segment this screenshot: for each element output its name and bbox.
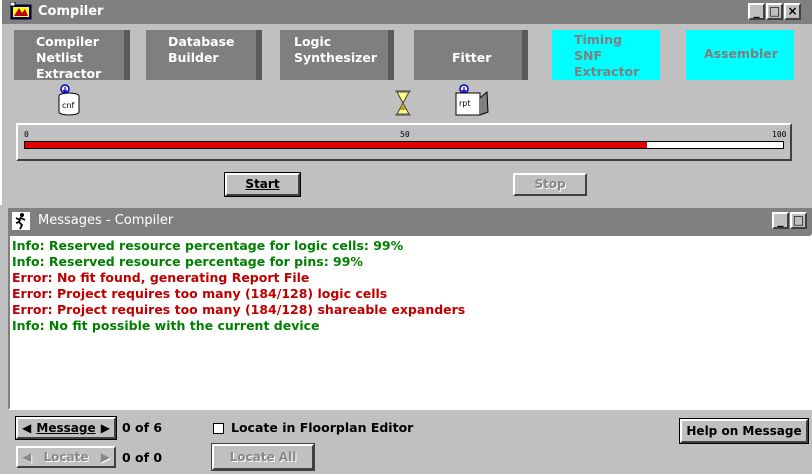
stage-line: SNF: [574, 48, 603, 63]
messages-window: Messages - Compiler _ □ Info: Reserved r…: [8, 208, 812, 474]
stage-line: Assembler: [704, 46, 778, 61]
progress-min-label: 0: [24, 130, 29, 139]
running-man-icon[interactable]: [12, 212, 30, 230]
stage-line: Compiler: [36, 34, 99, 49]
stage-line: Fitter: [452, 50, 492, 65]
triangle-left-icon[interactable]: ◀: [22, 450, 32, 464]
stage-line: Logic: [294, 34, 332, 49]
stage-line: Extractor: [574, 64, 640, 79]
compiler-title: Compiler: [38, 4, 104, 19]
hourglass-icon: [394, 90, 412, 116]
message-item[interactable]: Error: No fit found, generating Report F…: [12, 270, 310, 285]
message-item[interactable]: Error: Project requires too many (184/12…: [12, 286, 388, 301]
stage-line: Timing: [574, 32, 622, 47]
stop-button-label: Stop: [534, 177, 566, 191]
progress-mid-label: 50: [400, 130, 410, 139]
progress-fill: [25, 142, 647, 148]
cnf-label: cnf: [62, 101, 74, 110]
message-item[interactable]: Info: Reserved resource percentage for l…: [12, 238, 404, 253]
stop-button[interactable]: Stop: [513, 173, 587, 196]
stage-database-builder: Database Builder: [146, 30, 256, 80]
stage-line: Builder: [168, 50, 219, 65]
progress-frame: 0 50 100: [16, 123, 792, 161]
maxplus-app-icon[interactable]: [9, 1, 32, 22]
stage-line: Netlist: [36, 50, 83, 65]
stage-logic-synthesizer: Logic Synthesizer: [280, 30, 388, 80]
stage-line: Database: [168, 34, 235, 49]
stage-compiler-netlist-extractor: Compiler Netlist Extractor: [14, 30, 124, 81]
minimize-icon[interactable]: _: [748, 3, 765, 20]
locate-button-label: Locate: [43, 450, 89, 464]
compiler-titlebar[interactable]: Compiler _ □ ×: [2, 0, 812, 24]
help-button-label: Help on Message: [686, 424, 802, 438]
triangle-right-icon[interactable]: ▶: [100, 421, 110, 435]
start-button-label: Start: [245, 177, 280, 191]
maximize-icon[interactable]: □: [766, 3, 783, 20]
progress-max-label: 100: [772, 130, 787, 139]
message-count: 0 of 6: [122, 420, 163, 435]
progress-track: [24, 141, 784, 149]
messages-titlebar[interactable]: Messages - Compiler _ □: [8, 208, 812, 234]
messages-maximize-icon[interactable]: □: [790, 212, 807, 229]
rpt-label: rpt: [459, 99, 471, 108]
messages-minimize-icon[interactable]: _: [772, 212, 789, 229]
triangle-left-icon[interactable]: ◀: [22, 421, 32, 435]
messages-footer: ◀ Message ▶ 0 of 6 ◀ Locate ▶ 0 of 0 Loc…: [8, 410, 812, 474]
locate-all-button-label: Locate All: [229, 450, 297, 464]
stage-line: Synthesizer: [294, 50, 378, 65]
cnf-file-icon[interactable]: cnf: [56, 84, 82, 116]
message-item[interactable]: Error: Project requires too many (184/12…: [12, 302, 466, 317]
rpt-file-icon[interactable]: rpt: [454, 84, 490, 116]
message-list[interactable]: Info: Reserved resource percentage for l…: [8, 234, 812, 410]
compiler-window: Compiler _ □ × Compiler Netlist Extracto…: [0, 0, 812, 205]
stage-line: Extractor: [36, 66, 102, 81]
message-button-label: Message: [36, 421, 96, 435]
stage-timing-snf-extractor: Timing SNF Extractor: [552, 30, 660, 80]
locate-floorplan-label: Locate in Floorplan Editor: [231, 420, 414, 435]
messages-title: Messages - Compiler: [38, 213, 174, 228]
stage-fitter: Fitter: [414, 30, 522, 80]
locate-all-button[interactable]: Locate All: [211, 443, 315, 471]
triangle-right-icon[interactable]: ▶: [100, 450, 110, 464]
message-item[interactable]: Info: No fit possible with the current d…: [12, 318, 320, 333]
locate-button[interactable]: ◀ Locate ▶: [16, 446, 116, 468]
message-nav-button[interactable]: ◀ Message ▶: [15, 416, 117, 440]
help-on-message-button[interactable]: Help on Message: [679, 418, 809, 444]
close-icon[interactable]: ×: [784, 3, 801, 20]
locate-count: 0 of 0: [122, 450, 163, 465]
start-button[interactable]: Start: [224, 172, 301, 197]
stage-assembler: Assembler: [686, 30, 794, 80]
locate-floorplan-checkbox[interactable]: [213, 423, 224, 434]
message-item[interactable]: Info: Reserved resource percentage for p…: [12, 254, 363, 269]
